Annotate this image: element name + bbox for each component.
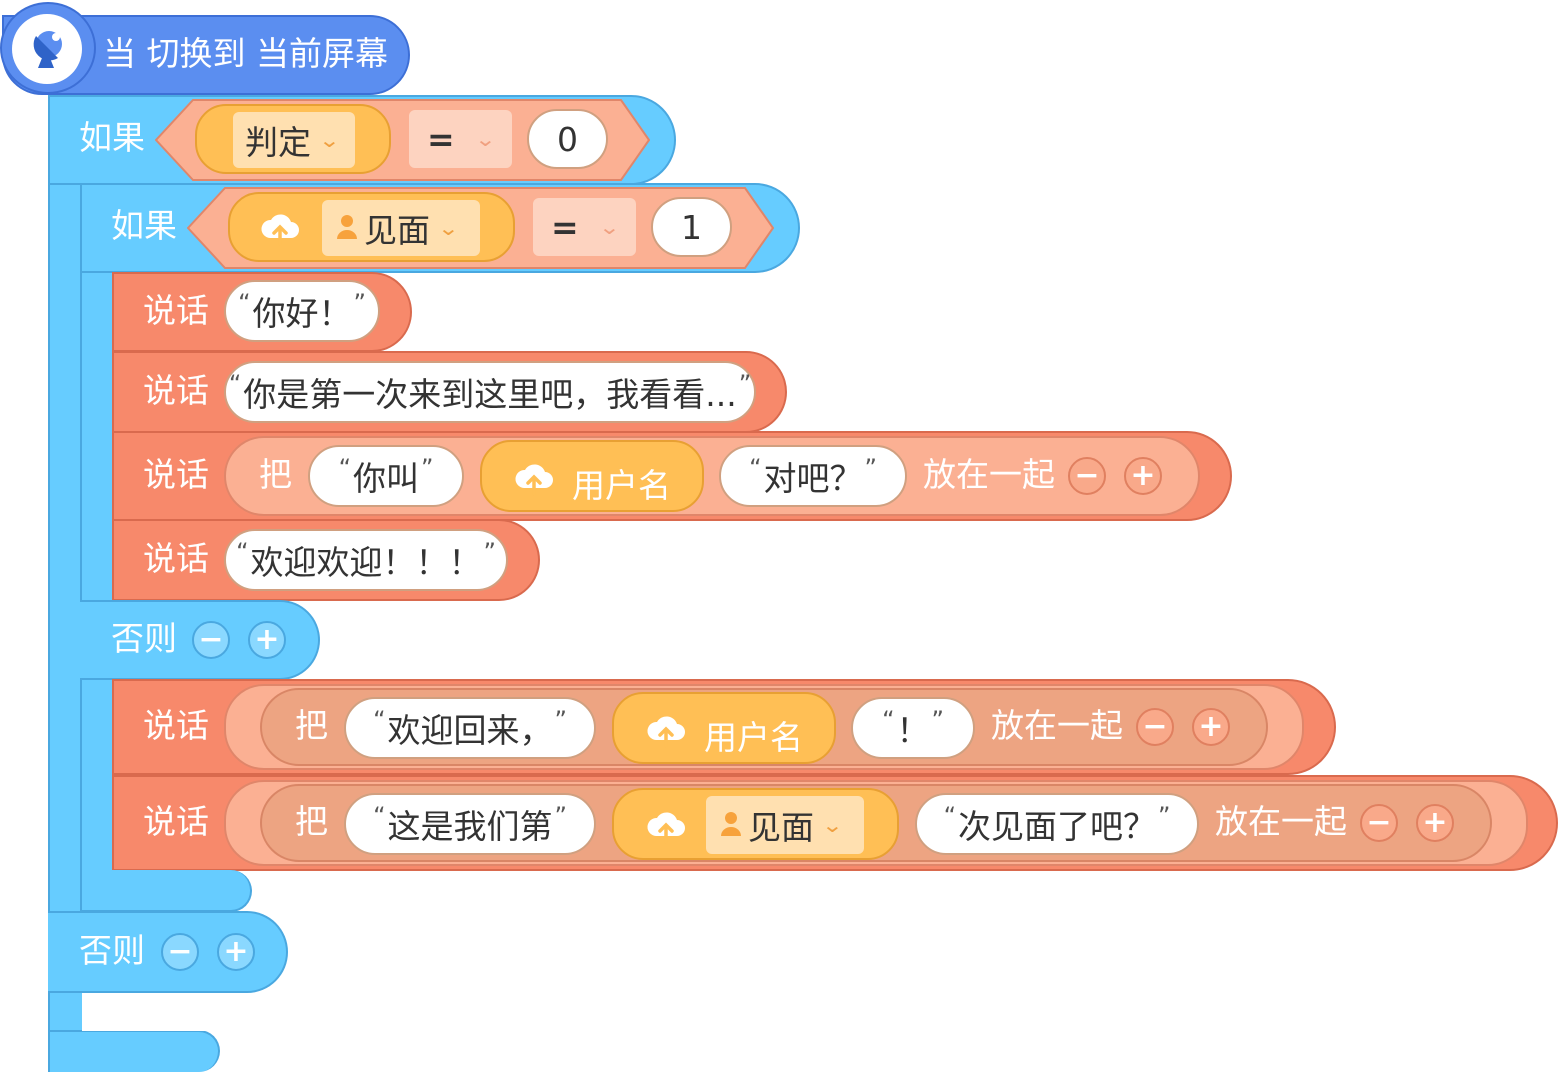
meet-variable-block[interactable]: 见面 ⌄	[612, 788, 899, 860]
outer-if-label: 如果	[79, 118, 145, 157]
event-label: 当 切换到 当前屏幕	[103, 34, 388, 73]
outer-if-footer	[48, 1030, 220, 1072]
say6-part3: 次见面了吧？	[958, 807, 1156, 846]
say5-part3: ！	[896, 711, 930, 750]
username-variable-name: 用户名	[572, 466, 671, 505]
chevron-down-icon: ⌄	[437, 216, 460, 240]
chevron-down-icon: ⌄	[474, 127, 496, 151]
say1-text-input[interactable]: “你好！”	[224, 280, 380, 342]
say3-part3: 对吧？	[763, 459, 863, 498]
satellite-dish-icon	[12, 14, 82, 84]
say6-part1: 这是我们第	[387, 807, 553, 846]
say1-text: 你好！	[252, 294, 352, 333]
say2-text: 你是第一次来到这里吧，我看看...	[243, 375, 737, 414]
outer-variable-name: 判定	[245, 123, 311, 162]
join2-minus-button[interactable]: −	[1136, 708, 1174, 746]
person-icon	[720, 806, 742, 845]
say6-part1-input[interactable]: “这是我们第”	[344, 793, 596, 855]
inner-value: 1	[681, 207, 702, 247]
say-label: 说话	[143, 291, 209, 330]
inner-variable-name: 见面	[364, 211, 430, 250]
inner-variable-block[interactable]: 见面 ⌄	[228, 192, 515, 262]
join-suffix: 放在一起	[923, 455, 1055, 494]
say-label: 说话	[143, 706, 209, 745]
say2-text-input[interactable]: “你是第一次来到这里吧，我看看...”	[224, 361, 756, 423]
join2-plus-button[interactable]: +	[1192, 708, 1230, 746]
say4-text: 欢迎欢迎！！！	[250, 543, 482, 582]
say5-part1-input[interactable]: “欢迎回来，”	[344, 697, 596, 759]
outer-variable-block[interactable]: 判定 ⌄	[195, 104, 391, 174]
inner-if-footer	[80, 870, 252, 912]
meet-variable-name: 见面	[748, 808, 814, 847]
join1-minus-button[interactable]: −	[1068, 457, 1106, 495]
inner-if-spine	[80, 183, 114, 911]
say-label: 说话	[143, 455, 209, 494]
chevron-down-icon: ⌄	[598, 215, 620, 239]
outer-else-plus-button[interactable]: +	[217, 933, 255, 971]
inner-operator: =	[551, 207, 579, 247]
join3-plus-button[interactable]: +	[1416, 804, 1454, 842]
inner-variable-dropdown[interactable]: 见面 ⌄	[322, 200, 480, 256]
inner-else-label: 否则	[111, 619, 177, 658]
outer-variable-dropdown[interactable]: 判定 ⌄	[233, 112, 355, 168]
say3-part3-input[interactable]: “对吧？”	[719, 445, 907, 507]
say3-part1: 你叫	[353, 459, 419, 498]
cloud-upload-icon	[260, 210, 300, 254]
outer-value-input[interactable]: 0	[527, 109, 608, 169]
outer-else-label: 否则	[79, 931, 145, 970]
join-label: 把	[295, 802, 328, 841]
inner-operator-dropdown[interactable]: = ⌄	[533, 198, 636, 256]
join-suffix: 放在一起	[991, 706, 1123, 745]
username-variable-block[interactable]: 用户名	[480, 440, 704, 512]
outer-operator: =	[427, 119, 455, 159]
say-label: 说话	[143, 802, 209, 841]
join-label: 把	[259, 455, 292, 494]
join3-minus-button[interactable]: −	[1360, 804, 1398, 842]
say6-part3-input[interactable]: “次见面了吧？”	[915, 793, 1199, 855]
inner-value-input[interactable]: 1	[651, 197, 732, 257]
cloud-upload-icon	[646, 808, 686, 852]
say-label: 说话	[143, 371, 209, 410]
say4-text-input[interactable]: “欢迎欢迎！！！”	[224, 529, 508, 591]
say-label: 说话	[143, 539, 209, 578]
say3-part1-input[interactable]: “你叫”	[308, 445, 464, 507]
cloud-upload-icon	[514, 460, 554, 504]
username-variable-name: 用户名	[704, 718, 803, 757]
join1-plus-button[interactable]: +	[1124, 457, 1162, 495]
say5-part3-input[interactable]: “！”	[851, 697, 975, 759]
person-icon	[336, 209, 358, 248]
join-suffix: 放在一起	[1215, 802, 1347, 841]
say5-part1: 欢迎回来，	[387, 711, 553, 750]
cloud-upload-icon	[646, 712, 686, 756]
outer-if-spine	[48, 95, 82, 1072]
inner-else-minus-button[interactable]: −	[192, 621, 230, 659]
join-label: 把	[295, 706, 328, 745]
outer-value: 0	[557, 119, 578, 159]
meet-variable-dropdown[interactable]: 见面 ⌄	[706, 796, 864, 854]
outer-operator-dropdown[interactable]: = ⌄	[409, 110, 512, 168]
empty-else-slot[interactable]	[82, 993, 282, 1031]
chevron-down-icon: ⌄	[318, 128, 341, 152]
outer-else-minus-button[interactable]: −	[161, 933, 199, 971]
username-variable-block-2[interactable]: 用户名	[612, 692, 836, 764]
inner-if-label: 如果	[111, 206, 177, 245]
inner-else-plus-button[interactable]: +	[248, 621, 286, 659]
chevron-down-icon: ⌄	[821, 813, 844, 837]
